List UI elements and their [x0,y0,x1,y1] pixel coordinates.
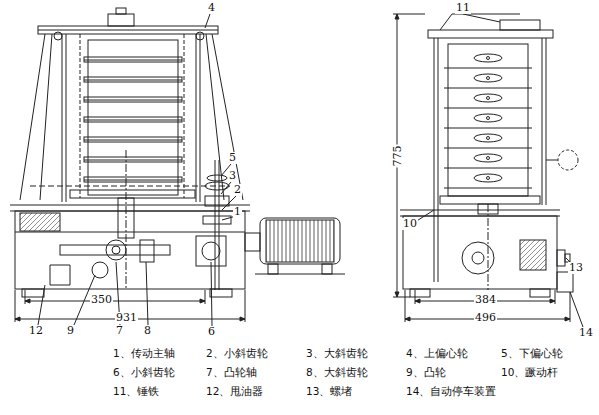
legend-item: 8、大斜齿轮 [305,366,369,378]
front-view [10,8,345,326]
callout-number: 14 [578,327,594,339]
dimension: 384 [474,294,497,306]
callout-number: 2 [233,184,242,196]
side-view [393,14,583,327]
legend-item: 10、蹶动杆 [500,366,559,378]
legend-item: 4、上偏心轮 [405,347,469,359]
callout-number: 11 [455,2,471,14]
callout-number: 9 [66,325,75,337]
callout-number: 6 [207,326,216,338]
callout-number: 3 [228,170,237,182]
callout-number: 1 [233,206,242,218]
legend-item: 6、小斜齿轮 [112,366,176,378]
dimension: 931 [115,312,138,324]
callout-number: 8 [143,325,152,337]
callout-number: 7 [115,325,124,337]
legend-item: 11、锤铁 [112,385,160,397]
legend-item: 9、凸轮 [405,366,447,378]
legend-item: 5、下偏心轮 [500,347,564,359]
legend-item: 13、螺堵 [305,385,353,397]
legend-item: 14、自动停车装置 [405,385,497,397]
callout-number: 5 [228,152,237,164]
dimension: 496 [474,312,497,324]
callout-number: 12 [28,325,44,337]
callout-number: 10 [402,218,418,230]
legend-item: 2、小斜齿轮 [205,347,269,359]
legend-item: 1、传动主轴 [112,347,176,359]
dimension: 350 [90,294,113,306]
legend-item: 7、凸轮轴 [205,366,258,378]
dimension: 775 [392,145,404,168]
legend-item: 3、大斜齿轮 [305,347,369,359]
callout-number: 13 [568,262,584,274]
legend-item: 12、甩油器 [205,385,264,397]
callout-number: 4 [207,2,216,14]
